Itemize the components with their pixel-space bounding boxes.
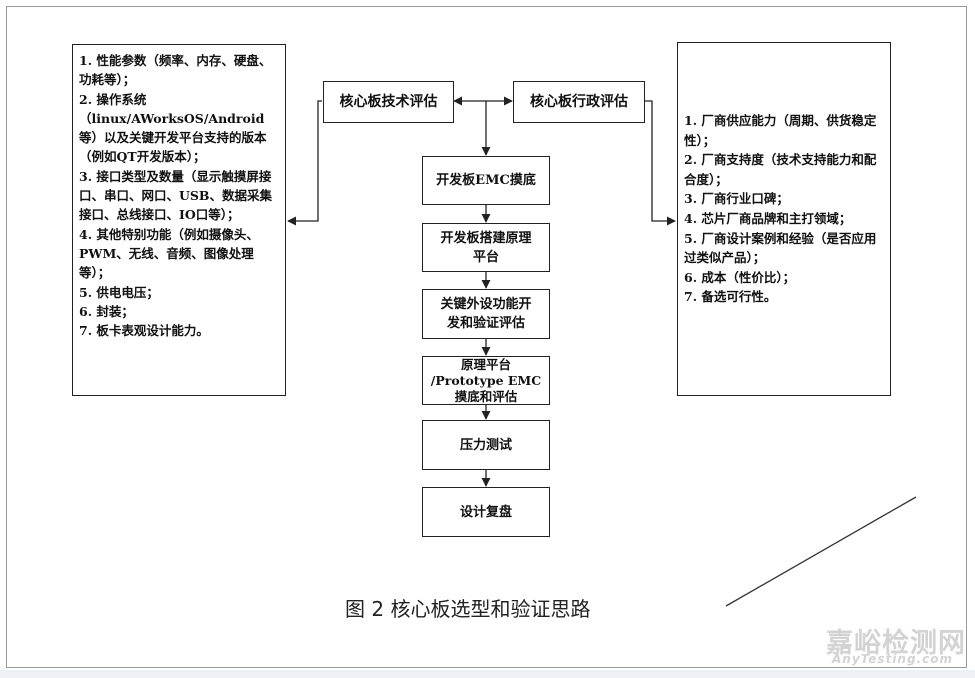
node-peripheral-validation: 关键外设功能开 发和验证评估 — [422, 289, 550, 339]
right-item: 4. 芯片厂商品牌和主打领域； — [684, 210, 852, 226]
node-devboard-emc: 开发板EMC摸底 — [422, 156, 550, 205]
right-item: 2. 厂商支持度（技术支持能力和配合度）； — [684, 152, 877, 187]
left-criteria-panel: 1. 性能参数（频率、内存、硬盘、功耗等）； 2. 操作系统（linux/AWo… — [72, 44, 286, 396]
node-admin-evaluation: 核心板行政评估 — [513, 81, 645, 123]
left-item: 1. 性能参数（频率、内存、硬盘、功耗等）； — [79, 53, 272, 88]
node-prototype-emc: 原理平台 /Prototype EMC 摸底和评估 — [422, 356, 550, 405]
right-criteria-panel: 1. 厂商供应能力（周期、供货稳定性）； 2. 厂商支持度（技术支持能力和配合度… — [677, 42, 891, 396]
right-item: 3. 厂商行业口碑； — [684, 191, 789, 207]
diagonal-stroke — [725, 496, 917, 607]
right-item: 6. 成本（性价比）； — [684, 269, 796, 285]
left-item: 2. 操作系统（linux/AWorksOS/Android等）以及关键开发平台… — [79, 91, 267, 165]
right-item: 7. 备选可行性。 — [684, 289, 777, 305]
node-tech-evaluation: 核心板技术评估 — [323, 81, 454, 123]
left-item: 7. 板卡表观设计能力。 — [79, 323, 209, 339]
watermark-brand-cn: 嘉峪检测网 — [826, 628, 966, 659]
node-design-review: 设计复盘 — [422, 487, 550, 537]
right-item: 1. 厂商供应能力（周期、供货稳定性）； — [684, 113, 877, 148]
node-devboard-platform: 开发板搭建原理 平台 — [422, 223, 550, 272]
right-item: 5. 厂商设计案例和经验（是否应用过类似产品）； — [684, 230, 877, 266]
figure-caption: 图 2 核心板选型和验证思路 — [345, 597, 591, 621]
node-stress-test: 压力测试 — [422, 420, 550, 470]
arrow-admin-to-right — [645, 100, 676, 226]
watermark-brand-en: AnyTesting.com — [832, 652, 953, 666]
page-bottom-strip — [0, 670, 975, 678]
left-item: 6. 封装； — [79, 303, 134, 319]
left-item: 5. 供电电压； — [79, 284, 159, 300]
arrow-tech-to-left — [287, 100, 322, 226]
left-item: 4. 其他特别功能（例如摄像头、PWM、无线、音频、图像处理等）； — [79, 226, 259, 281]
left-item: 3. 接口类型及数量（显示触摸屏接口、串口、网口、USB、数据采集接口、总线接口… — [79, 168, 272, 223]
